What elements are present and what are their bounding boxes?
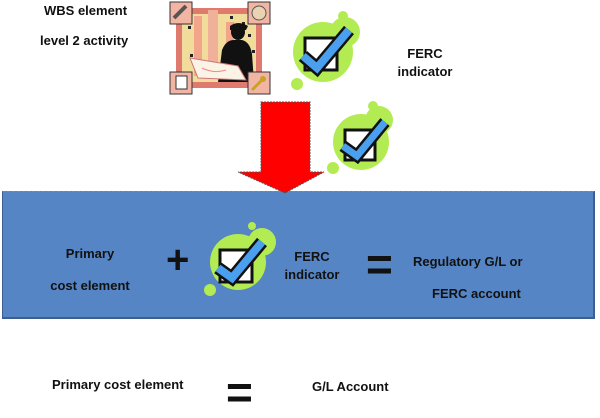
ferc-indicator-band-line2: indicator — [284, 267, 340, 282]
plus-sign: + — [166, 238, 190, 282]
ferc-check-icon-top — [287, 8, 367, 90]
primary-cost-element-label: Primary cost element — [52, 377, 184, 392]
ferc-indicator-band-line1: FERC — [294, 249, 330, 264]
wbs-element-label: WBS element — [44, 3, 128, 18]
ferc-check-icon-middle — [325, 98, 405, 180]
formula-band — [2, 191, 595, 319]
bottom-equals-sign: = — [226, 366, 253, 418]
regulatory-gl-label: Regulatory G/L or — [413, 254, 523, 269]
primary-label: Primary — [65, 246, 115, 261]
down-arrow-icon — [236, 100, 326, 195]
businessman-clipart-icon — [168, 0, 272, 96]
equals-sign: = — [366, 238, 393, 290]
cost-element-label: cost element — [50, 278, 130, 293]
gl-account-label: G/L Account — [312, 379, 389, 394]
ferc-account-label: FERC account — [432, 286, 521, 301]
ferc-indicator-top-line1: FERC — [407, 46, 443, 61]
ferc-check-icon-band — [202, 220, 282, 302]
level-2-activity-label: level 2 activity — [40, 33, 129, 48]
ferc-indicator-top-line2: indicator — [397, 64, 453, 79]
